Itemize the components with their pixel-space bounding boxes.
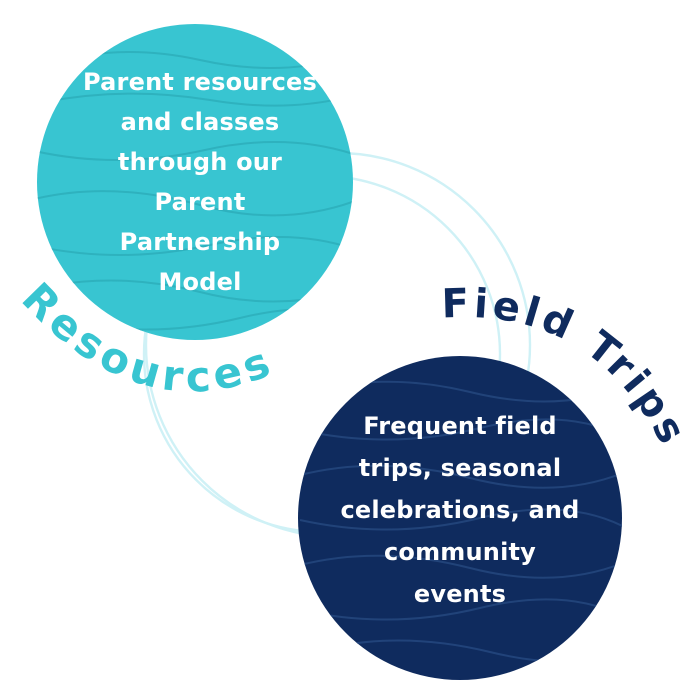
bottom-circle-text: Frequent field trips, seasonal celebrati… [336,412,584,608]
top-circle-fill [37,24,353,340]
bottom-circle-description: Frequent field trips, seasonal celebrati… [340,412,580,608]
top-circle-text: Parent resources and classes through our… [78,62,322,302]
top-circle-description: Parent resources and classes through our… [83,68,317,296]
